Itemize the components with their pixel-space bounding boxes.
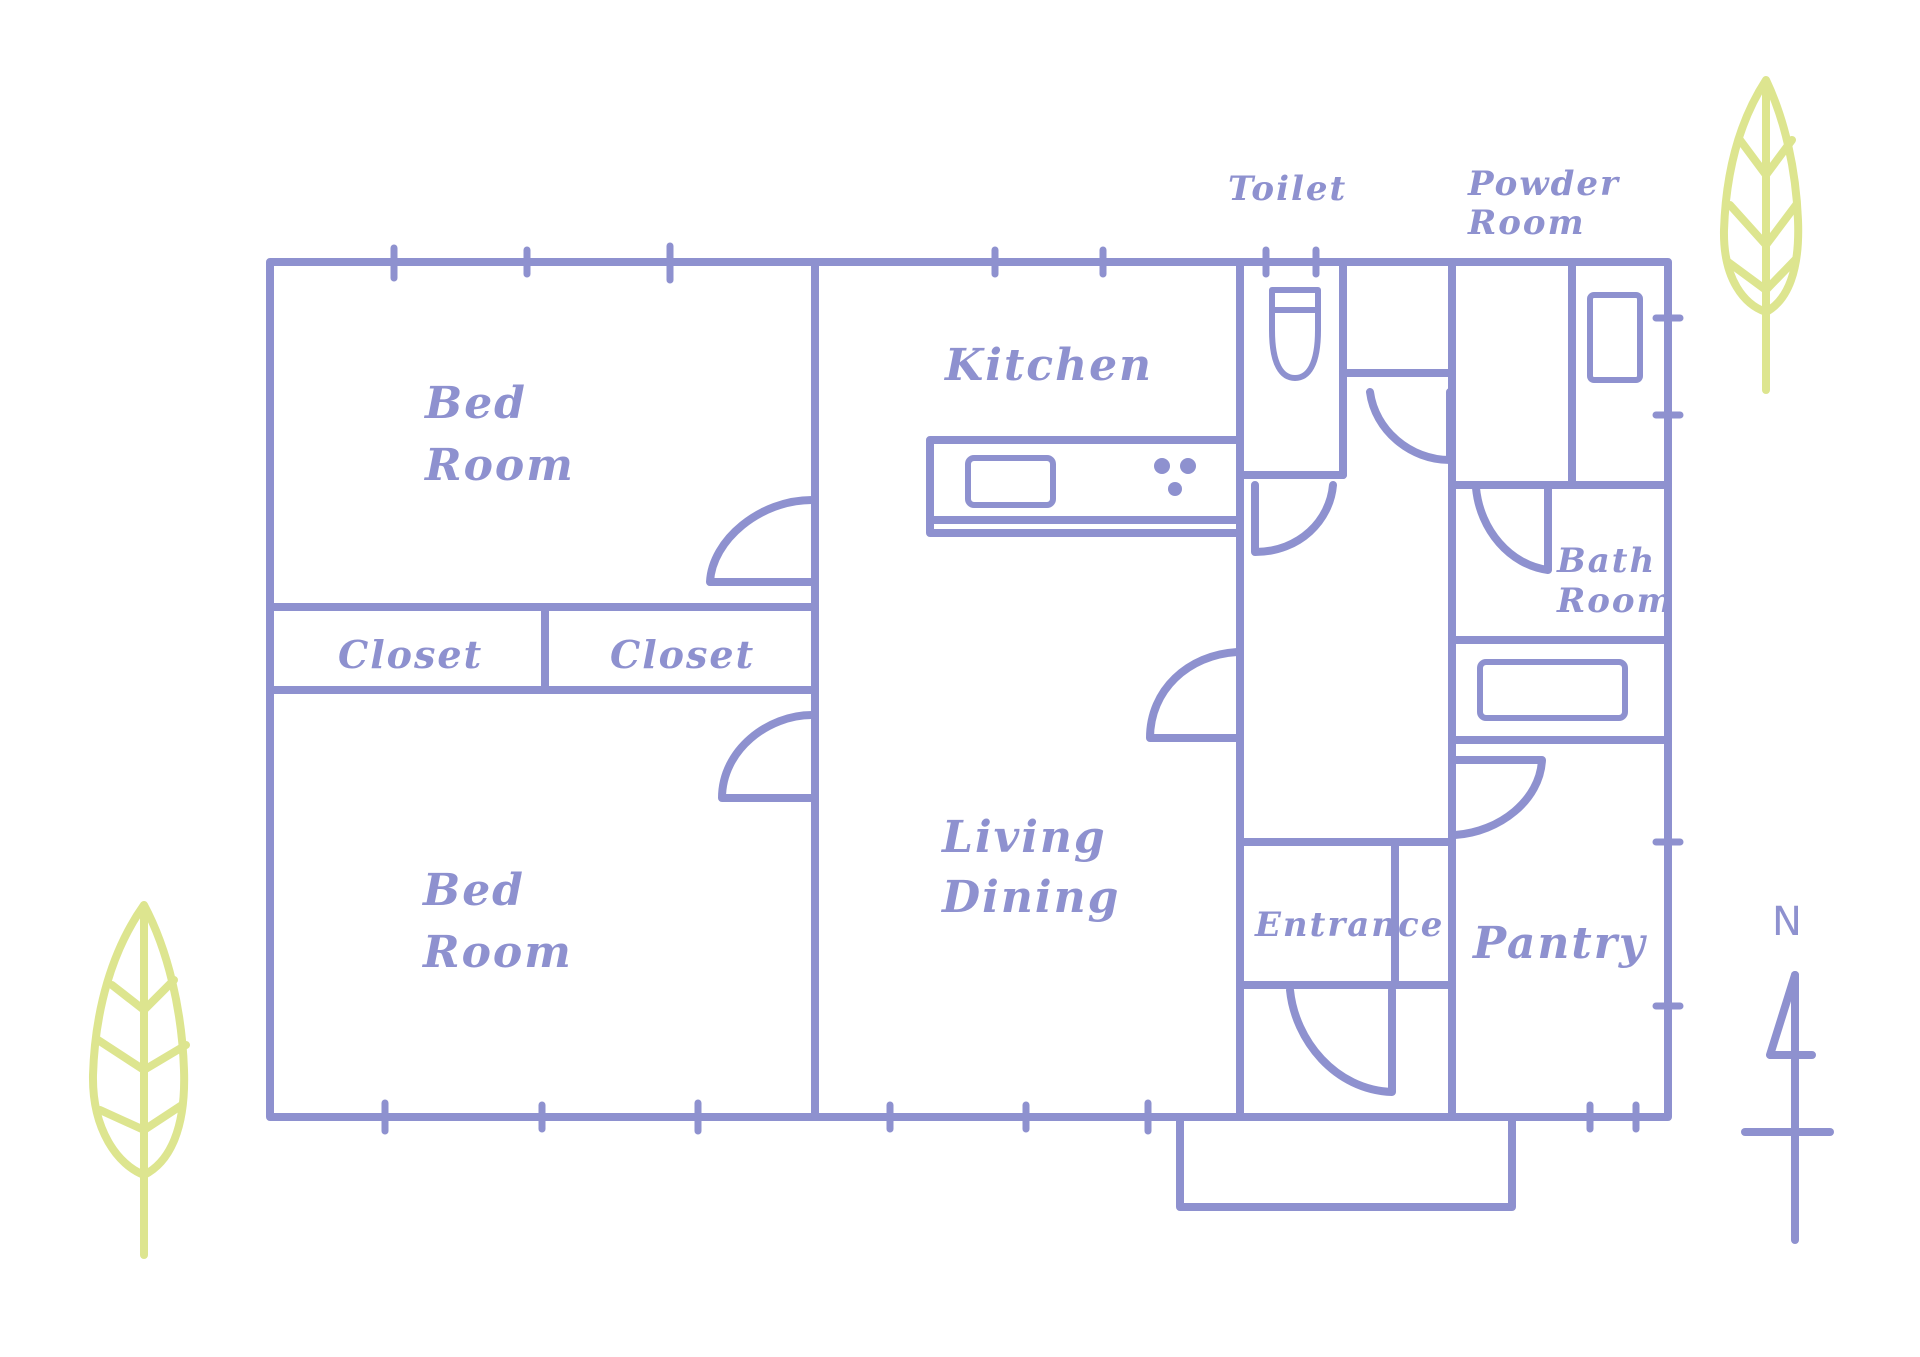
label-closet-right: Closet bbox=[610, 632, 755, 677]
outer-walls bbox=[266, 258, 1672, 1121]
washbasin-icon bbox=[1587, 292, 1643, 383]
label-powder-room-1: Powder bbox=[1467, 164, 1620, 204]
label-bedroom-top-1: Bed bbox=[423, 378, 527, 429]
window-ticks bbox=[381, 242, 1684, 1135]
label-toilet: Toilet bbox=[1228, 169, 1347, 209]
leaf-icon bbox=[1719, 76, 1803, 394]
label-living: Living bbox=[940, 812, 1107, 863]
entrance-step bbox=[1176, 1113, 1516, 1211]
label-bedroom-top-2: Room bbox=[423, 440, 575, 491]
label-closet-left: Closet bbox=[338, 632, 483, 677]
room-labels: Bed Room Closet Closet Bed Room Kitchen … bbox=[338, 164, 1675, 978]
label-pantry: Pantry bbox=[1471, 918, 1648, 969]
doors bbox=[706, 388, 1552, 1096]
interior-walls bbox=[266, 258, 1672, 1121]
label-dining: Dining bbox=[940, 872, 1120, 923]
label-kitchen: Kitchen bbox=[943, 340, 1153, 391]
compass-label: N bbox=[1772, 899, 1802, 945]
toilet-icon bbox=[1269, 287, 1321, 381]
kitchen-sink-icon bbox=[965, 455, 1056, 508]
label-bath-room-2: Room bbox=[1556, 581, 1675, 621]
fixtures bbox=[926, 287, 1643, 1211]
leaf-icon bbox=[88, 901, 190, 1259]
label-bedroom-bottom-1: Bed bbox=[421, 865, 525, 916]
bathtub-icon bbox=[1477, 659, 1628, 721]
stove-burner-icon bbox=[1154, 458, 1170, 474]
label-powder-room-2: Room bbox=[1467, 203, 1586, 243]
north-arrow-icon: N bbox=[1741, 899, 1834, 1244]
kitchen-counter bbox=[926, 436, 1244, 537]
label-entrance: Entrance bbox=[1254, 905, 1444, 945]
label-bath-room-1: Bath bbox=[1556, 541, 1656, 581]
label-bedroom-bottom-2: Room bbox=[421, 927, 573, 978]
